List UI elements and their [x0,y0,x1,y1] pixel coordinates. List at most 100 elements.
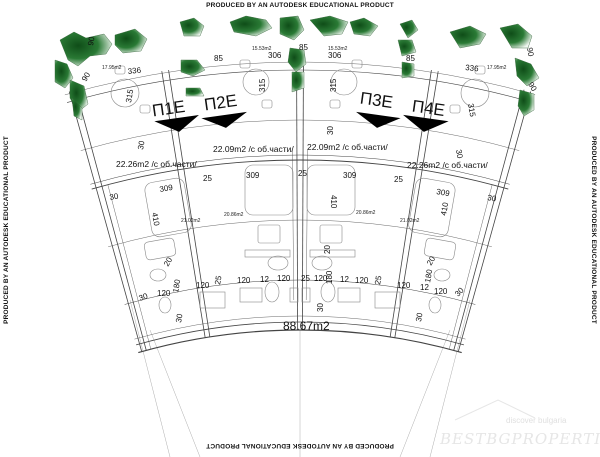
unit-label-p1e: П1Е [151,97,186,120]
partition-wall [107,184,152,350]
dimension-label: 90 [525,47,536,58]
dimension-label: 120 [397,281,411,290]
room-area-4: 21.02m2 [400,218,420,224]
dimension-label: 336 [465,63,480,73]
room-area-2: 20.86m2 [224,212,244,218]
dimension-label: 90 [86,35,97,46]
apartment-area-4: 22.26m2 /с об.части/ [407,160,488,170]
dimension-label: 30 [414,311,425,322]
partition-wall [296,60,299,331]
partition-wall [389,70,432,337]
partition-wall [161,71,206,338]
apartment-area-3: 22.09m2 /с об.части/ [307,142,388,152]
dimension-label: 120 [355,276,369,285]
outer-wall [138,329,462,354]
unit-label-p3e: П3Е [359,89,394,112]
dimension-label: 30 [136,139,147,150]
dimension-label: 120 [277,274,291,283]
terrace-area-2: 15.53m2 [252,46,272,52]
partition-wall [168,70,211,337]
dimension-label: 25 [213,274,224,285]
dimension-label: 30 [109,191,120,202]
dimension-label: 120 [237,276,251,285]
corridor-area: 88.67m2 [283,319,330,333]
dimension-label: 309 [343,171,357,180]
apartment-area-1: 22.26m2 /с об.части/ [116,159,197,169]
unit-arrow-p1e [154,114,199,132]
inner-wall [292,150,295,301]
construction-lines [129,299,471,457]
partition-wall [68,91,143,352]
dimension-label: 120 [157,289,171,298]
unit-arrow-p3e [356,111,401,128]
dimension-label: 30 [326,126,335,135]
watermark-bottom: PRODUCED BY AN AUTODESK EDUCATIONAL PROD… [206,442,394,449]
dimension-label: 30 [316,303,325,312]
watermark-top: PRODUCED BY AN AUTODESK EDUCATIONAL PROD… [206,2,394,9]
unit-arrow-p4e [403,114,449,132]
bathroom-line [124,279,476,305]
dimension-label: 410 [150,212,161,227]
terrace-area-1: 17.95m2 [102,65,122,71]
foliage [54,15,540,121]
unit-label-p2e: П2Е [203,91,238,114]
brand-name: BESTBGPROPERTIES [439,430,600,448]
unit-label-p4e: П4Е [411,97,446,120]
dimension-label: 315 [329,78,338,92]
inner-wall [305,150,308,301]
dimension-label: 20 [425,254,438,267]
dimension-label: 30 [453,285,466,298]
dimension-label: 25 [301,274,310,283]
partition-wall [453,89,525,351]
dimension-label: 25 [394,175,403,184]
dimension-label: 315 [124,88,135,103]
furniture [110,59,490,314]
outer-wall [136,321,464,346]
dimension-label: 306 [328,51,342,60]
walls [64,60,536,354]
dimension-label: 12 [420,283,429,292]
dimension-label: 12 [340,275,349,284]
facade-wall [91,159,509,190]
partition-wall [75,89,147,351]
dimension-label: 120 [314,274,328,283]
watermark-left: PRODUCED BY AN AUTODESK EDUCATIONAL PROD… [3,136,10,324]
room-area-3: 20.86m2 [356,210,376,216]
dimension-label: 85 [214,54,223,63]
dimension-label: 25 [373,274,384,285]
outer-wall [134,315,466,340]
dimension-label: 336 [127,66,142,76]
dimension-label: 85 [299,43,308,52]
terrace-line [80,119,520,151]
brand-watermark: discover bulgaria BESTBGPROPERTIES [439,399,600,448]
unit-labels: П1Е П2Е П3Е П4Е [151,89,449,132]
facade-wall [90,154,510,185]
dimension-label: 85 [406,54,415,63]
terrace-area-4: 17.95m2 [487,65,507,71]
brand-tagline: discover bulgaria [506,416,567,425]
dimension-label: 25 [203,174,212,183]
dimension-label: 30 [454,149,465,160]
dimension-label: 25 [298,169,307,178]
dimension-label: 306 [268,51,282,60]
area-labels: 17.95m2 15.53m2 15.53m2 17.95m2 22.26m2 … [102,46,507,333]
dimension-label: 120 [196,281,210,290]
watermark-right: PRODUCED BY AN AUTODESK EDUCATIONAL PROD… [590,136,597,324]
partition-wall [457,91,532,352]
dimension-label: 30 [174,312,185,323]
room-area-1: 21.02m2 [181,218,201,224]
dimension-label: 90 [80,70,93,83]
dimension-label: 180 [423,268,434,283]
partition-wall [301,60,304,331]
dimension-label: 120 [434,287,448,296]
partition-wall [448,184,493,350]
partition-wall [394,71,439,338]
dimension-label: 410 [439,201,450,216]
dimension-label: 30 [487,193,498,204]
terrace-edge [66,69,534,103]
dimension-label: 30 [138,291,150,303]
dimension-label: 315 [466,103,477,118]
dimension-label: 12 [260,275,269,284]
